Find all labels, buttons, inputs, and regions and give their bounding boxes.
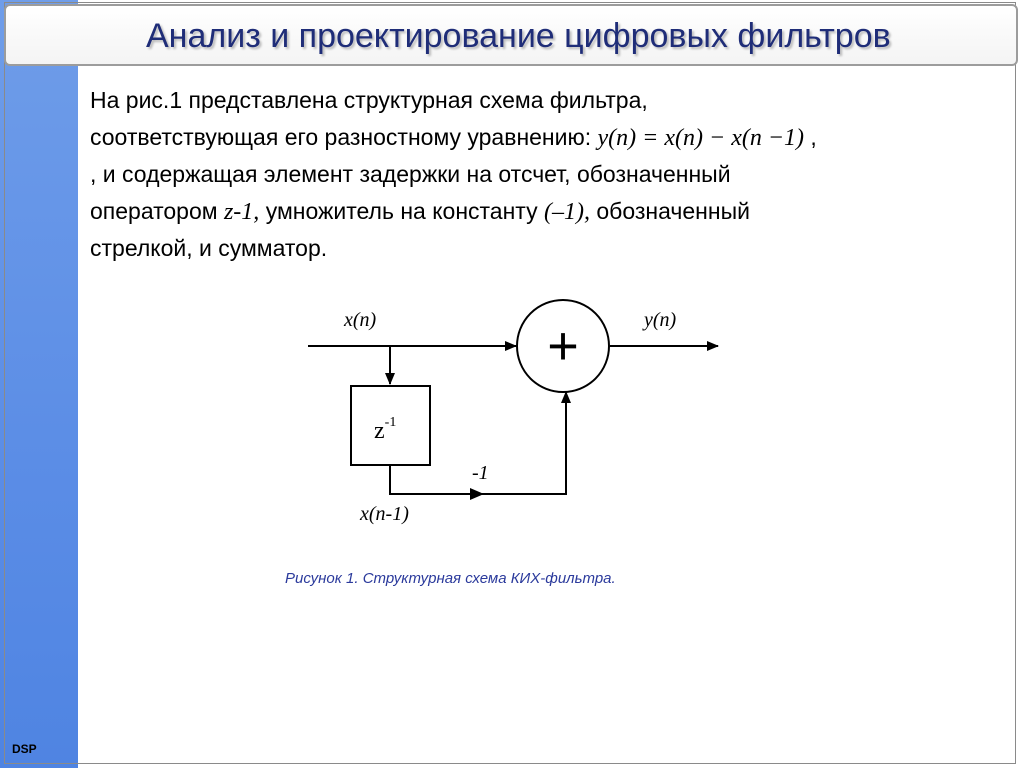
body-line-4-c: обозначенный: [596, 197, 750, 224]
constant-text: (–1),: [543, 198, 590, 225]
figure-caption: Рисунок 1. Структурная схема КИХ-фильтра…: [285, 570, 616, 587]
difference-equation: y(n) = x(n) − x(n −1): [597, 124, 805, 151]
body-line-4-b: умножитель на константу: [265, 197, 538, 224]
body-line-4: оператором z-1, умножитель на константу …: [90, 193, 1010, 231]
delay-exponent: -1: [385, 415, 397, 430]
body-line-2-tail: ,: [810, 123, 817, 150]
body-line-2: соответствующая его разностному уравнени…: [90, 119, 1010, 157]
adder-circle: [516, 299, 610, 393]
output-label: y(n): [642, 309, 677, 331]
delay-base: z: [374, 418, 385, 444]
body-paragraph: На рис.1 представлена структурная схема …: [90, 82, 1010, 267]
input-label: x(n): [343, 309, 377, 331]
body-line-1: На рис.1 представлена структурная схема …: [90, 87, 648, 113]
body-line-2-text: соответствующая его разностному уравнени…: [90, 123, 592, 150]
corner-label: DSP: [12, 742, 37, 756]
delay-label: z-1: [374, 415, 396, 444]
adder-symbol: +: [547, 316, 579, 376]
multiplier-label: -1: [472, 462, 489, 484]
delay-operator-text: z-1,: [223, 198, 260, 225]
body-line-3: , и содержащая элемент задержки на отсче…: [90, 161, 731, 187]
delayed-signal-label: x(n-1): [359, 503, 409, 525]
block-diagram: x(n) z-1 -1 x(n-1) + y(n): [308, 299, 719, 525]
body-line-4-a: оператором: [90, 197, 218, 224]
delay-block: [350, 385, 431, 466]
title-box: Анализ и проектирование цифровых фильтро…: [4, 4, 1018, 66]
left-sidebar-bar: [0, 0, 78, 768]
body-line-5: стрелкой, и сумматор.: [90, 235, 328, 261]
slide-title: Анализ и проектирование цифровых фильтро…: [146, 17, 891, 55]
multiplier-arrow: [470, 488, 484, 500]
